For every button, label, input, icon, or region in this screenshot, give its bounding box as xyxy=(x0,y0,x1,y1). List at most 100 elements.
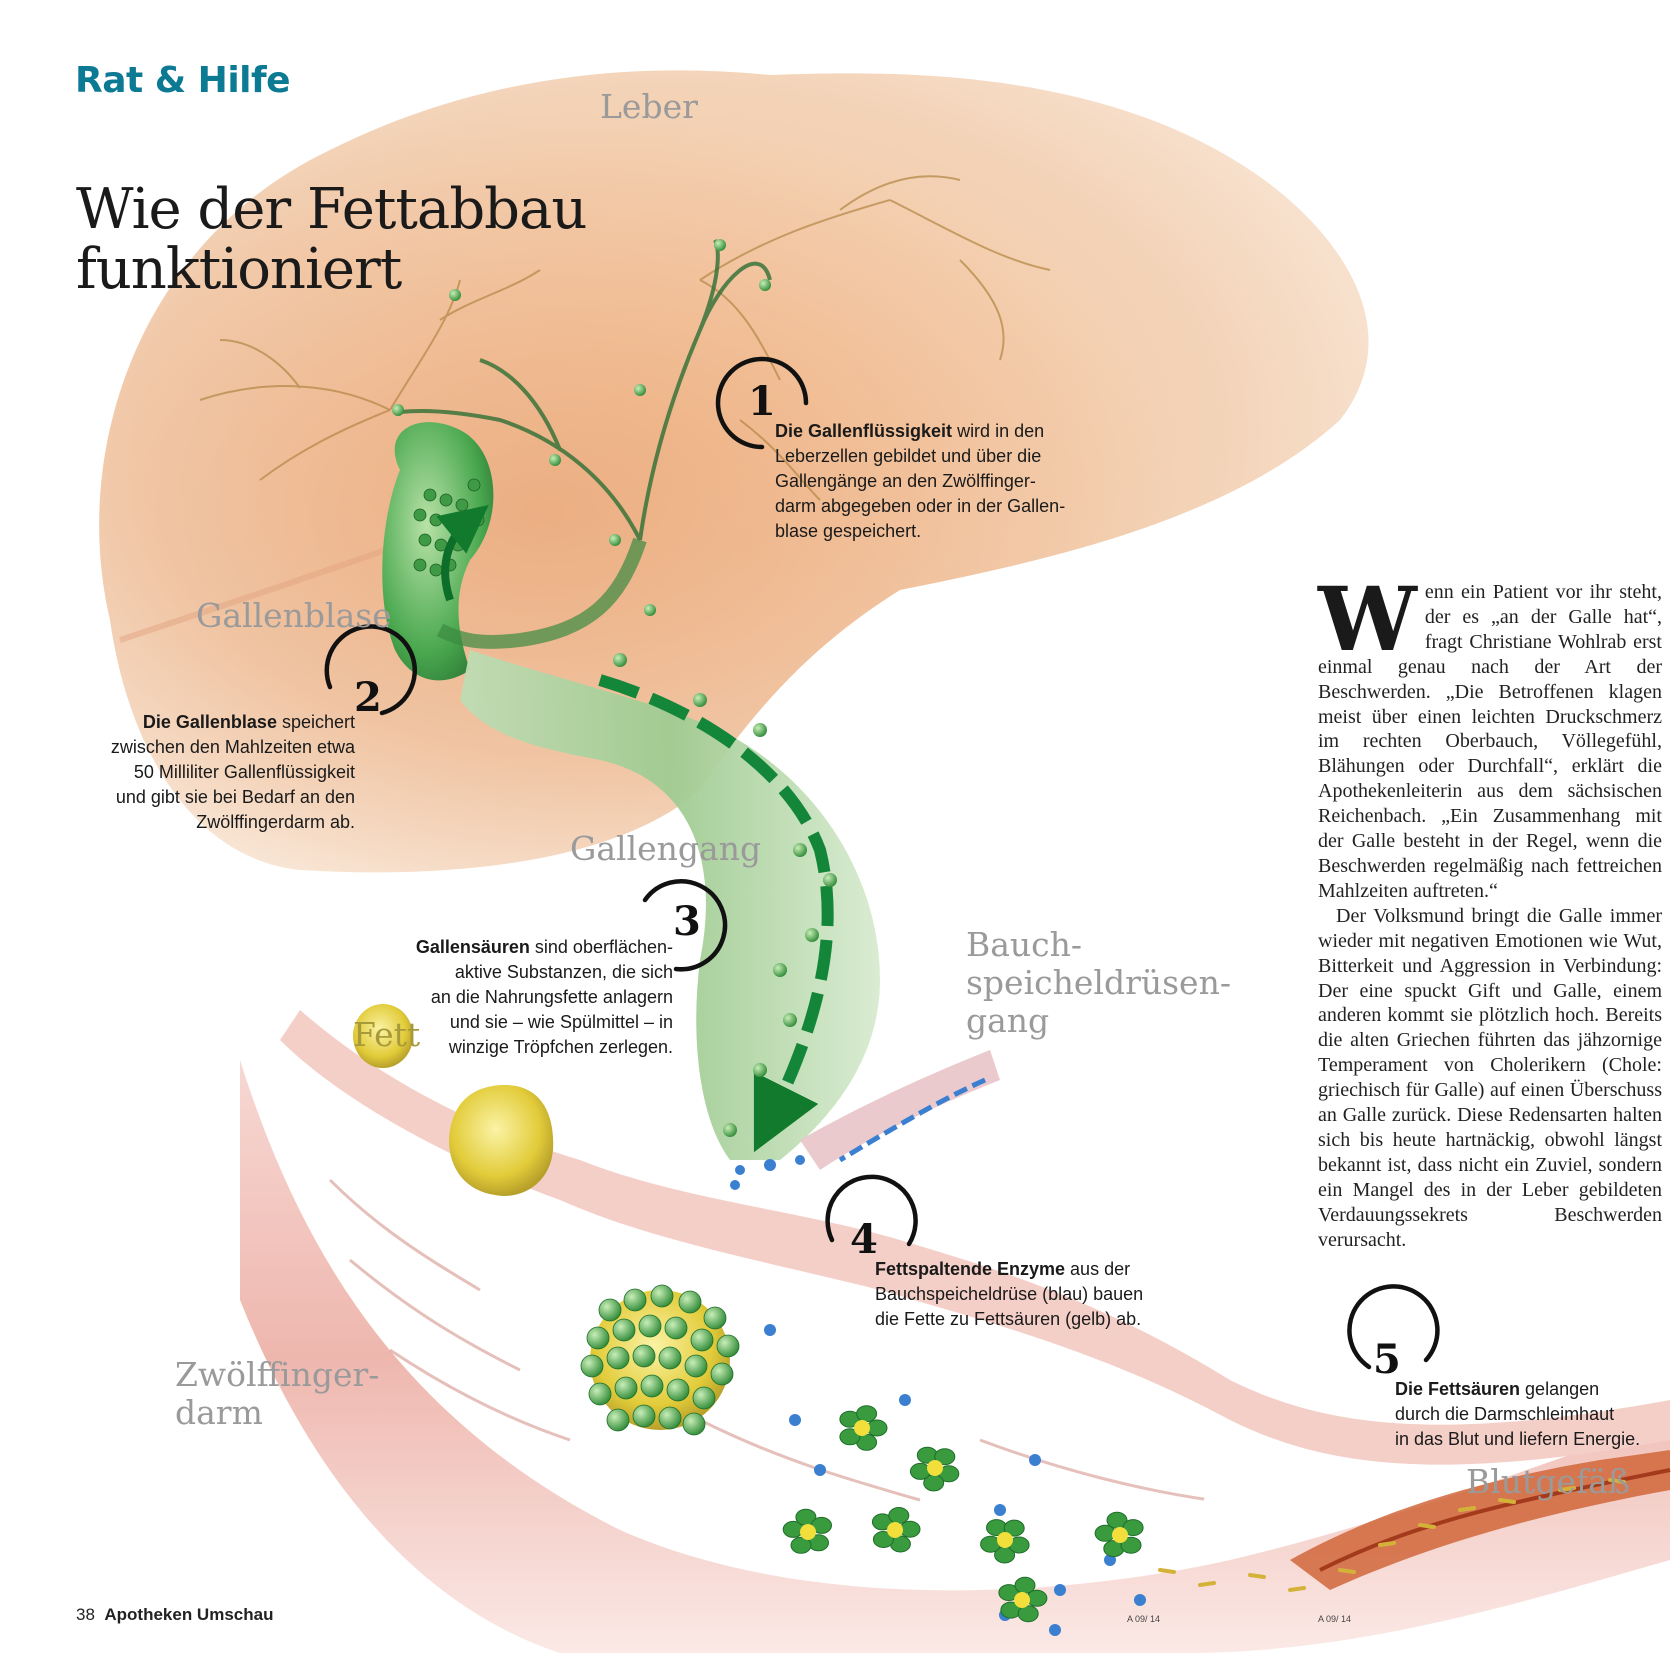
fatty-acid-core xyxy=(1112,1527,1128,1543)
title-line-2: funktioniert xyxy=(76,237,402,302)
page-title: Wie der Fettabbau funktioniert xyxy=(76,180,596,300)
fatty-acid-core xyxy=(887,1522,903,1538)
step-4-caption: Fettspaltende Enzyme aus der Bauchspeich… xyxy=(875,1257,1195,1332)
label-blood-vessel: Blutgefäß xyxy=(1466,1462,1630,1501)
pancreatic-duct-shape xyxy=(800,1050,1000,1170)
label-pancreatic-duct-line-1: Bauch- xyxy=(966,925,1083,964)
step-2-number: 2 xyxy=(354,674,382,721)
section-tag: Rat & Hilfe xyxy=(75,60,291,101)
label-duodenum-line-2: darm xyxy=(175,1393,263,1432)
fatty-acid-cluster xyxy=(1094,1511,1144,1558)
page-number: 38 xyxy=(76,1605,95,1624)
step-1-line-4: blase gespeichert. xyxy=(775,521,922,541)
green-petal xyxy=(790,1536,812,1554)
green-petal xyxy=(888,1507,910,1524)
fatty-acid-cluster xyxy=(980,1519,1030,1564)
label-pancreatic-duct-line-2: speicheldrüsen- xyxy=(966,963,1231,1002)
step-1-number: 1 xyxy=(748,378,776,425)
step-1-line-0: wird in den xyxy=(952,421,1045,441)
green-petal xyxy=(1003,1519,1025,1537)
fatty-acid-clusters xyxy=(782,1405,1144,1623)
step-5-arc xyxy=(1347,1284,1440,1370)
green-petal xyxy=(1122,1519,1144,1537)
fatty-acid-cluster xyxy=(782,1508,832,1554)
green-petal xyxy=(1017,1605,1039,1623)
step-2-line-2: 50 Milliliter Gallenflüssigkeit xyxy=(133,762,355,782)
step-4-line-2: die Fette zu Fettsäuren (gelb) ab. xyxy=(875,1309,1142,1329)
label-bile-duct: Gallengang xyxy=(570,829,762,868)
fatty-acid-core xyxy=(1014,1592,1030,1608)
green-petal xyxy=(998,1584,1020,1602)
issue-mark-1: A 09/ 14 xyxy=(1127,1614,1161,1624)
label-pancreatic-duct: Bauch- speicheldrüsen- gang xyxy=(966,926,1231,1040)
step-4-bold: Fettspaltende Enzyme xyxy=(875,1259,1066,1279)
step-5-number: 5 xyxy=(1373,1336,1401,1383)
fatty-acid-core xyxy=(997,1532,1013,1548)
issue-mark-2: A 09/ 14 xyxy=(1318,1614,1352,1624)
fatty-acid-cluster xyxy=(998,1576,1048,1623)
step-3-bold: Gallensäuren xyxy=(415,937,530,957)
green-petal xyxy=(934,1448,956,1466)
blood-vessel-shape xyxy=(1290,1450,1670,1590)
green-petal xyxy=(839,1428,861,1446)
step-4-line-1: Bauchspeicheldrüse (blau) bauen xyxy=(875,1284,1144,1304)
green-petal xyxy=(856,1405,878,1423)
label-pancreatic-duct-line-3: gang xyxy=(966,1001,1050,1040)
step-1-caption: Die Gallenflüssigkeit wird in den Leberz… xyxy=(775,419,1095,544)
fatty-acid-cluster xyxy=(909,1446,960,1492)
step-3-line-0: sind oberflächen- xyxy=(529,937,673,957)
label-liver: Leber xyxy=(600,87,698,126)
step-4-number: 4 xyxy=(850,1216,878,1263)
fatty-acid-core xyxy=(854,1420,870,1436)
green-petal xyxy=(1120,1536,1142,1554)
step-2-arc xyxy=(324,624,417,716)
title-line-1: Wie der Fettabbau xyxy=(76,177,587,242)
drop-cap: W xyxy=(1318,567,1417,671)
fatty-acid-cluster xyxy=(871,1507,921,1553)
step-2-line-3: und gibt sie bei Bedarf an den xyxy=(115,787,355,807)
step-3-number: 3 xyxy=(673,898,701,945)
step-1-line-2: Gallengänge an den Zwölffinger- xyxy=(775,471,1036,491)
step-3-line-4: winzige Tröpfchen zerlegen. xyxy=(448,1037,673,1057)
green-petal xyxy=(1026,1589,1048,1607)
step-2-line-4: Zwölffingerdarm ab. xyxy=(196,812,355,832)
label-fat: Fett xyxy=(353,1015,421,1054)
green-petal xyxy=(872,1531,894,1548)
magazine-name: Apotheken Umschau xyxy=(104,1605,274,1624)
step-3-arc xyxy=(642,879,728,972)
step-1-arc xyxy=(715,356,809,450)
page-footer: 38 Apotheken Umschau xyxy=(76,1605,273,1625)
step-3-caption: Gallensäuren sind oberflächen- aktive Su… xyxy=(360,935,673,1060)
article-paragraph-2: Der Volksmund bringt die Galle immer wie… xyxy=(1318,904,1662,1251)
step-5-line-1: durch die Darmschleimhaut xyxy=(1395,1404,1615,1424)
step-5-caption: Die Fettsäuren gelangen durch die Darmsc… xyxy=(1395,1377,1665,1452)
fatty-acid-core xyxy=(927,1460,943,1476)
green-petal xyxy=(899,1520,921,1538)
article-paragraph-1-text: enn ein Patient vor ihr steht, der es „a… xyxy=(1318,581,1662,902)
step-2-line-1: zwischen den Mahlzeiten etwa xyxy=(110,737,355,757)
step-4-line-0: aus der xyxy=(1065,1259,1131,1279)
step-1-line-3: darm abgegeben oder in der Gallen- xyxy=(775,496,1066,516)
bile-duct-shape xyxy=(460,650,880,1160)
step-5-line-0: gelangen xyxy=(1520,1379,1600,1399)
fatty-acid-core xyxy=(800,1524,816,1540)
step-4-arc xyxy=(825,1174,918,1247)
green-petal xyxy=(1103,1540,1125,1558)
step-1-line-1: Leberzellen gebildet und über die xyxy=(775,446,1042,466)
step-2-caption: Die Gallenblase speichert zwischen den M… xyxy=(60,710,355,835)
step-3-line-1: aktive Substanzen, die sich xyxy=(454,962,673,982)
step-2-bold: Die Gallenblase xyxy=(142,712,277,732)
step-2-line-0: speichert xyxy=(276,712,355,732)
label-gallbladder: Gallenblase xyxy=(196,596,392,635)
duodenum-shape xyxy=(240,1060,1670,1653)
step-5-line-2: in das Blut und liefern Energie. xyxy=(1395,1429,1641,1449)
step-3-line-2: an die Nahrungsfette anlagern xyxy=(430,987,673,1007)
fatty-acid-cluster xyxy=(839,1405,888,1451)
step-3-line-3: und sie – wie Spülmittel – in xyxy=(449,1012,673,1032)
step-5-bold: Die Fettsäuren xyxy=(1395,1379,1521,1399)
step-1-bold: Die Gallenflüssigkeit xyxy=(775,421,953,441)
label-duodenum: Zwölffinger- darm xyxy=(175,1356,379,1432)
